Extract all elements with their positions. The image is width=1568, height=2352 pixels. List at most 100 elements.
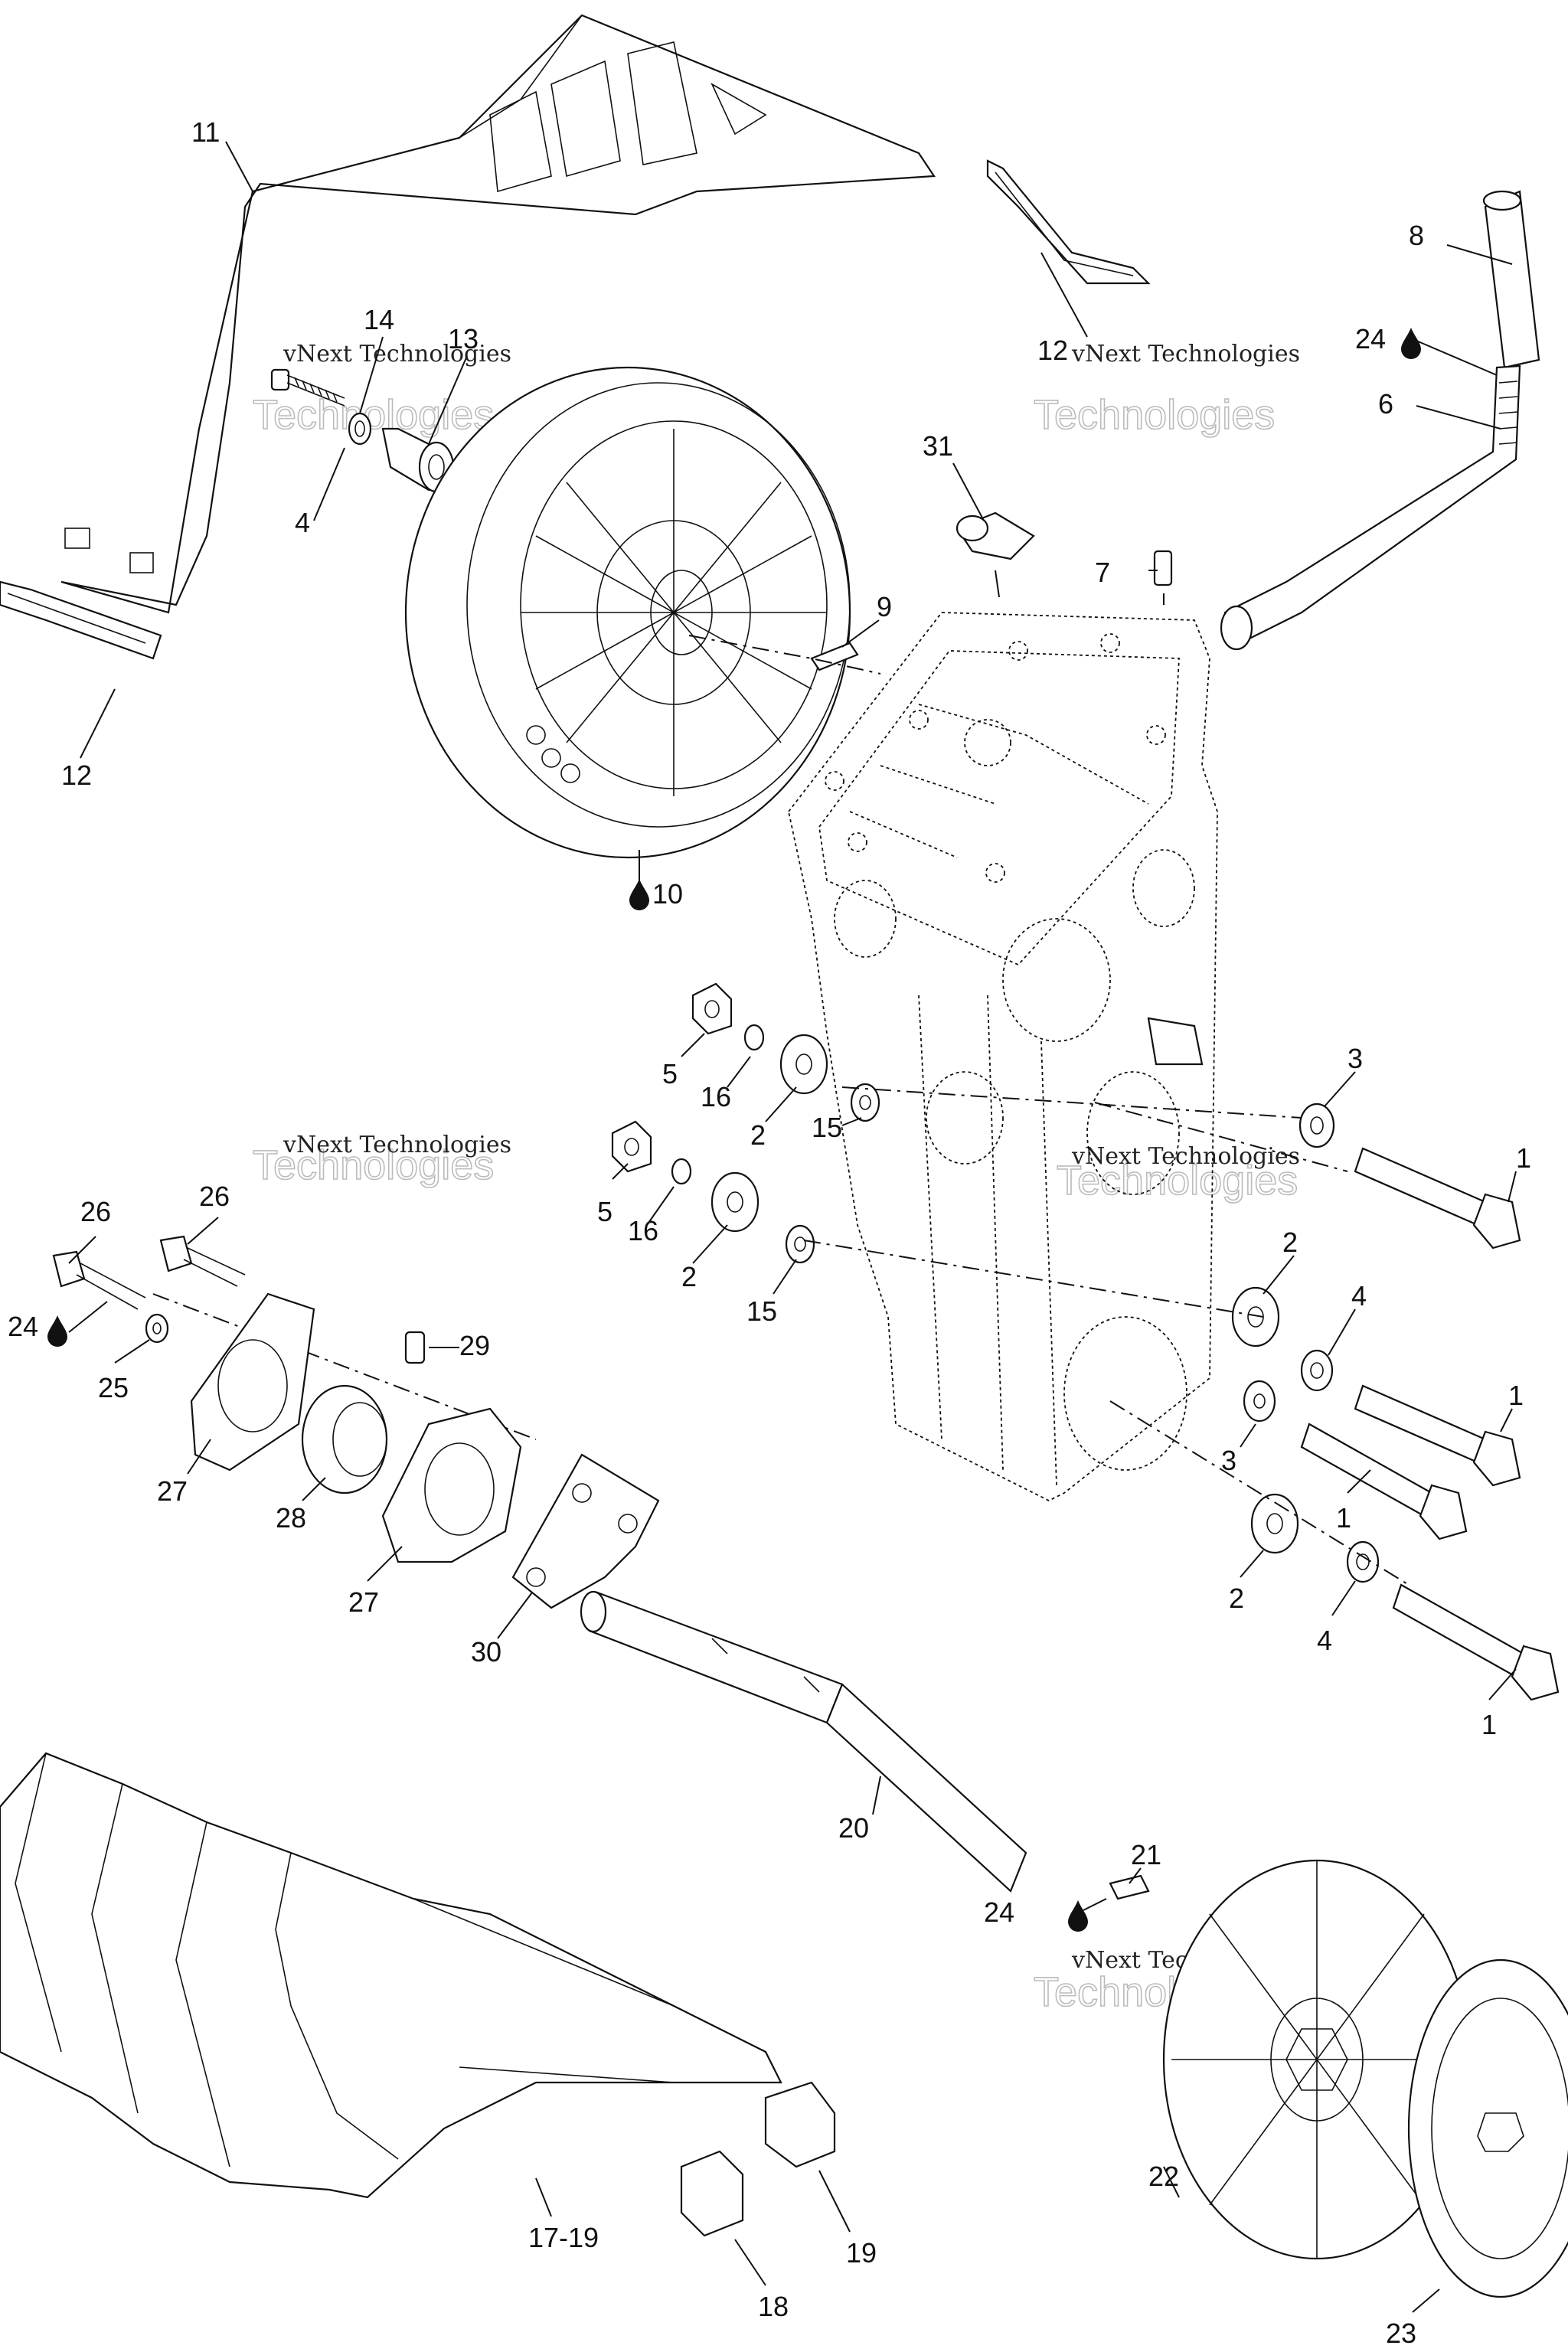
callout-8: 8 xyxy=(1409,220,1424,251)
callout-23: 23 xyxy=(1386,2318,1416,2349)
part-washer-3-b xyxy=(1243,1380,1276,1423)
part-sprocket-22 xyxy=(1162,1859,1472,2260)
callout-20: 20 xyxy=(838,1812,869,1844)
part-pulley-10 xyxy=(404,366,851,859)
watermark: Technologies vNext Technologies xyxy=(252,1132,511,1189)
part-bolt-14 xyxy=(270,368,345,407)
oil-drop-icon xyxy=(1068,1900,1088,1932)
callout-30: 30 xyxy=(471,1636,501,1668)
part-gasket-12-left xyxy=(0,580,162,660)
watermark-text: Technologies xyxy=(1057,1158,1298,1204)
callout-11: 11 xyxy=(191,116,220,148)
watermark-text: Technologies xyxy=(253,392,494,438)
callout-17-19: 17-19 xyxy=(528,2222,599,2253)
watermark-text: vNext Technologies xyxy=(1071,341,1300,368)
callout-3: 3 xyxy=(1348,1043,1363,1074)
callout-24: 24 xyxy=(1355,323,1386,354)
part-washer-2-d xyxy=(710,1171,760,1233)
part-key-21 xyxy=(1109,1874,1150,1900)
callout-1: 1 xyxy=(1481,1709,1497,1740)
part-key-9 xyxy=(810,642,859,671)
callout-26: 26 xyxy=(199,1181,230,1212)
callout-5: 5 xyxy=(597,1196,612,1227)
part-setscrew-29 xyxy=(404,1331,426,1364)
part-nut-5-a xyxy=(691,982,733,1035)
watermark-text: vNext Technologies xyxy=(283,1132,511,1158)
part-flange-27-a xyxy=(190,1292,315,1472)
callout-9: 9 xyxy=(877,591,892,622)
callout-labels: 11 14 13 4 12 12 8 24 6 31 7 9 10 5 16 2… xyxy=(8,116,1531,2349)
part-clip-19 xyxy=(764,2081,836,2168)
callout-2: 2 xyxy=(681,1261,697,1292)
callout-12: 12 xyxy=(1037,335,1068,366)
oil-drop-icon xyxy=(47,1315,67,1347)
part-wheel-23 xyxy=(1407,1958,1568,2298)
callout-29: 29 xyxy=(459,1330,490,1361)
part-lever-6 xyxy=(1220,364,1521,651)
callout-2: 2 xyxy=(750,1119,766,1151)
part-knob-8 xyxy=(1482,190,1540,369)
axis-line xyxy=(152,1293,537,1440)
axis-line xyxy=(688,635,881,675)
callout-16: 16 xyxy=(701,1081,731,1112)
part-washer-15-a xyxy=(850,1083,880,1122)
callout-24-with-drop: 24 xyxy=(984,1896,1088,1932)
callout-18: 18 xyxy=(758,2291,789,2322)
axis-line xyxy=(803,1240,1264,1318)
part-bracket-30 xyxy=(511,1453,660,1609)
watermark: Technologies vNext Technologies xyxy=(1056,1143,1300,1204)
part-washer-2-c xyxy=(779,1034,828,1095)
leader-lines xyxy=(68,141,1517,2313)
callout-2: 2 xyxy=(1229,1583,1244,1614)
oil-drop-icon xyxy=(1401,328,1421,359)
callout-10-with-drop: 10 xyxy=(629,878,683,910)
part-washer-2-a xyxy=(1231,1286,1280,1348)
callout-13: 13 xyxy=(448,323,479,354)
watermark-text: Technologies xyxy=(253,1142,494,1188)
axis-line xyxy=(841,1086,1302,1119)
callout-22: 22 xyxy=(1148,2161,1179,2192)
callout-15: 15 xyxy=(812,1112,842,1143)
callout-7: 7 xyxy=(1095,557,1110,588)
part-washer-3-top xyxy=(1298,1102,1335,1148)
part-washer-16-b xyxy=(671,1158,692,1185)
callout-1: 1 xyxy=(1508,1380,1524,1411)
part-washer-15-b xyxy=(785,1224,815,1264)
callout-28: 28 xyxy=(276,1502,306,1534)
part-chaincase xyxy=(788,612,1218,1502)
part-washer-4-b xyxy=(1300,1349,1334,1392)
watermark: Technologies vNext Technologies xyxy=(252,341,511,439)
part-axle-20 xyxy=(580,1590,1027,1893)
callout-4: 4 xyxy=(295,507,310,538)
callout-3: 3 xyxy=(1221,1445,1236,1476)
part-clip-31 xyxy=(956,511,1035,560)
part-washer-4-c xyxy=(1346,1540,1380,1583)
part-nut-5-b xyxy=(611,1120,652,1173)
watermark-text: vNext Technologies xyxy=(1071,1143,1300,1170)
callout-21: 21 xyxy=(1131,1839,1161,1870)
callout-2: 2 xyxy=(1282,1227,1298,1258)
part-washer-4-top xyxy=(348,412,372,446)
callout-15: 15 xyxy=(746,1295,777,1327)
part-bolt-26-b xyxy=(159,1235,246,1287)
callout-31: 31 xyxy=(923,430,953,462)
callout-19: 19 xyxy=(846,2237,877,2269)
callout-12: 12 xyxy=(61,760,92,791)
part-gasket-12-right xyxy=(986,159,1151,285)
part-flange-27-b xyxy=(381,1407,522,1563)
callout-10: 10 xyxy=(652,878,683,910)
callout-25: 25 xyxy=(98,1372,129,1403)
part-washer-16-a xyxy=(743,1024,765,1051)
part-bolt-1-d xyxy=(1392,1583,1560,1701)
callout-6: 6 xyxy=(1378,388,1393,420)
part-pin-7 xyxy=(1153,550,1173,586)
callout-24-with-drop: 24 xyxy=(1355,323,1421,359)
callout-4: 4 xyxy=(1351,1280,1367,1312)
watermark: Technologies vNext Technologies xyxy=(1033,341,1300,439)
part-bolt-1-c xyxy=(1300,1423,1468,1540)
callout-1: 1 xyxy=(1516,1142,1531,1174)
watermark-text: Technologies xyxy=(1034,392,1275,438)
callout-14: 14 xyxy=(364,304,394,335)
watermark-text: vNext Technologies xyxy=(283,341,511,368)
